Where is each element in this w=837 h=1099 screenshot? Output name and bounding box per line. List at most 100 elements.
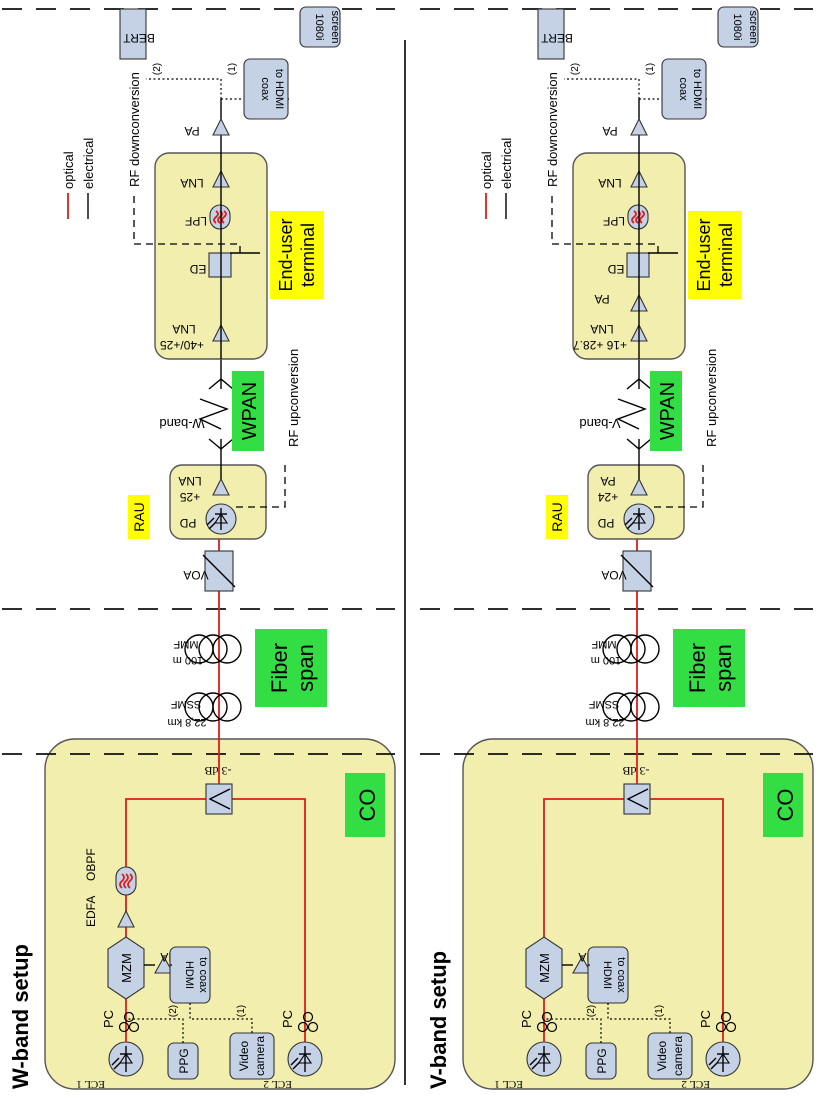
co-lna-icon xyxy=(572,955,592,974)
mzm-label: MZM xyxy=(537,953,552,983)
screen-label-2: screen xyxy=(747,10,759,43)
coupler-label: -3 dB xyxy=(205,764,232,778)
term-lna2-label: LNA xyxy=(180,176,203,190)
ssmf-coil-icon-loop xyxy=(212,692,242,722)
pc1-label: PC xyxy=(101,1010,116,1028)
hdmi-label-1: HDMI xyxy=(183,961,195,989)
co-label: CO xyxy=(355,789,380,822)
fiber-label-2: span xyxy=(293,644,318,692)
co-lna-icon xyxy=(154,955,174,974)
bert-wire xyxy=(564,78,640,99)
ecl2-label: ECL 2 xyxy=(681,1078,710,1090)
voa-arrow xyxy=(620,554,654,588)
terminal-label-bg xyxy=(270,211,324,299)
rau-gain-label: +25 xyxy=(179,490,200,504)
ssmf-label: SSMF xyxy=(588,698,619,710)
ecl1-pd-icon-diode xyxy=(118,1053,134,1064)
coupler-symbol xyxy=(626,788,649,810)
wireless-link-icon xyxy=(616,398,648,430)
wireless-band-label: V-band xyxy=(579,416,620,431)
pc1-loop-a xyxy=(536,1021,548,1033)
rau-amp-icon xyxy=(212,477,230,496)
coupler-label: -3 dB xyxy=(623,764,650,778)
mmf-coil-icon-loop xyxy=(616,634,646,664)
co-port1: (1) xyxy=(236,1005,247,1017)
fiber-label-1: Fiber xyxy=(685,643,710,693)
rau-amp-label: LNA xyxy=(178,474,201,488)
coupler-symbol xyxy=(208,788,231,810)
ecl2-pd-icon-ray2 xyxy=(708,1057,717,1066)
mmf-coil-icon-loop xyxy=(198,634,228,664)
ecl2-pd-icon-diode xyxy=(297,1053,313,1064)
rau-box xyxy=(587,464,685,540)
pc2-loop-a xyxy=(715,1021,727,1033)
wireless-link-icon xyxy=(198,398,230,430)
lpf-filter-icon xyxy=(209,204,231,230)
ecl1-pd-icon xyxy=(108,1041,144,1077)
wpan-label: WPAN xyxy=(657,382,679,441)
obpf-label: OBPF xyxy=(84,848,98,881)
tx-antenna-icon xyxy=(208,438,234,450)
mzm-block xyxy=(525,936,563,1000)
rau-amp-label: PA xyxy=(600,474,615,488)
ed-label: ED xyxy=(189,262,206,276)
rau-pd-icon-ray1 xyxy=(208,521,217,530)
video-label-1: Video xyxy=(237,1040,251,1071)
ssmf-coil-icon xyxy=(184,692,242,722)
mzm-block xyxy=(107,936,145,1000)
rf-down-label: RF downconversion xyxy=(127,72,142,187)
ecl2-label: ECL 2 xyxy=(263,1078,292,1090)
screen-block xyxy=(717,6,759,48)
obpf-filter-icon-wave xyxy=(127,873,133,889)
terminal-label-1: End-user xyxy=(276,218,296,291)
term-amp2-label: PA xyxy=(594,292,609,306)
ecl1-pd-icon-ray2 xyxy=(111,1057,120,1066)
ed-label: ED xyxy=(607,262,624,276)
lpf-filter-icon-wave xyxy=(213,210,219,224)
ssmf-coil-icon-loop xyxy=(616,692,646,722)
rx-antenna-icon xyxy=(208,359,234,390)
coax-label-2: to HDMI xyxy=(691,69,703,109)
fiber-label-bg xyxy=(673,629,745,707)
lower-to-coupler xyxy=(650,798,724,1042)
term-port1: (1) xyxy=(645,63,656,75)
wpan-label-bg xyxy=(650,371,682,451)
term-port2: (2) xyxy=(152,63,163,75)
hdmi-label-2: to coax xyxy=(615,957,627,993)
lpf-label: LPF xyxy=(185,214,207,228)
coax-hdmi-block xyxy=(661,58,707,120)
co-box xyxy=(462,738,814,1090)
ecl1-pd-icon xyxy=(526,1041,562,1077)
lower-to-coupler xyxy=(232,798,306,1042)
screen-label-1: 1080i xyxy=(731,14,743,41)
rau-label-bg xyxy=(128,495,150,539)
term-amp1-label: LNA xyxy=(590,322,613,336)
pc2-loop-b xyxy=(307,1021,319,1033)
coax-label-2: to HDMI xyxy=(273,69,285,109)
rau-gain-label: +24 xyxy=(597,490,618,504)
legend-electrical-label: electrical xyxy=(81,138,96,189)
ecl2-pd-icon-ray1 xyxy=(292,1061,301,1070)
rf-down-label: RF downconversion xyxy=(545,72,560,187)
tx-antenna-icon xyxy=(626,438,652,450)
mmf-coil-icon xyxy=(184,634,242,664)
rau-label: RAU xyxy=(549,502,565,532)
pc1-label: PC xyxy=(519,1010,534,1028)
ed-block xyxy=(208,252,232,278)
pc2-loop-c xyxy=(302,1011,314,1023)
legend-electrical-label: electrical xyxy=(499,138,514,189)
ecl2-pd-icon xyxy=(287,1041,323,1077)
pc1-loop-b xyxy=(546,1021,558,1033)
co-label: CO xyxy=(773,789,798,822)
co-port2: (2) xyxy=(168,1005,179,1017)
obpf-filter-icon-wave xyxy=(119,873,125,889)
ssmf-coil-icon-loop xyxy=(198,692,228,722)
terminal-label-2: terminal xyxy=(298,223,318,287)
fiber-label-bg xyxy=(255,629,327,707)
setup-title: V-band setup xyxy=(426,951,451,1089)
rf-up-line xyxy=(236,463,286,508)
setup-title: W-band setup xyxy=(8,944,33,1089)
rau-pd-label: PD xyxy=(179,516,196,530)
video-label-2: camera xyxy=(253,1036,267,1076)
